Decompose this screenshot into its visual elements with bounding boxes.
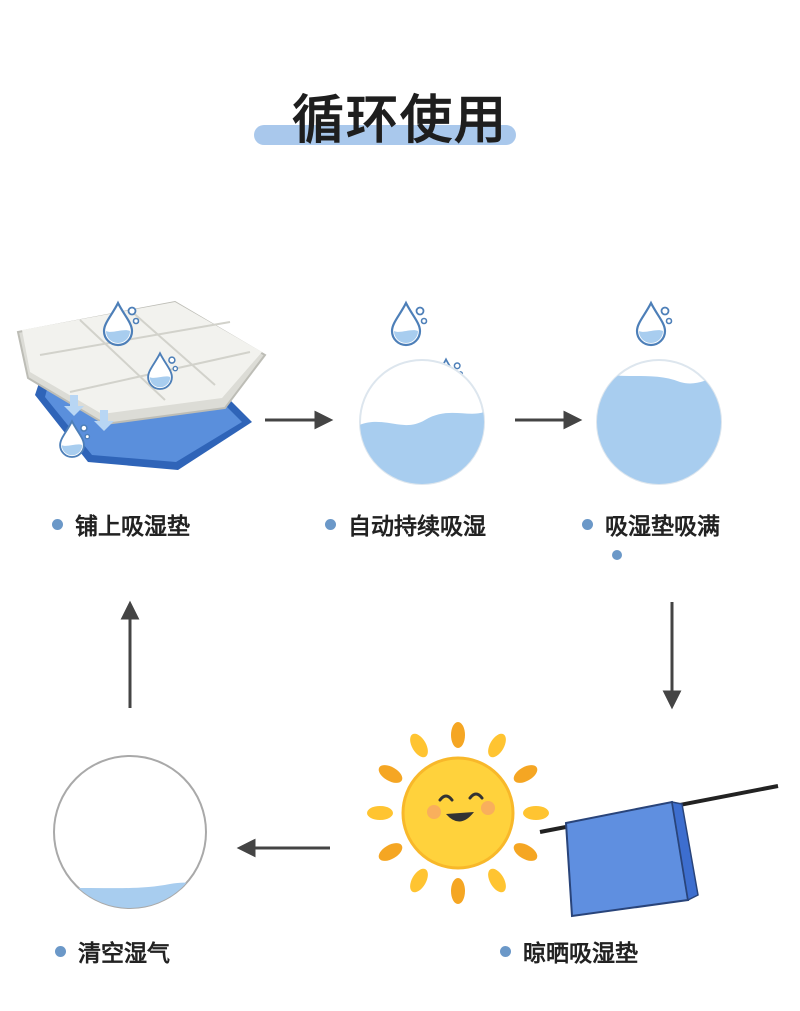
bullet-icon (55, 946, 66, 957)
step-label-lay-pad: 铺上吸湿垫 (52, 507, 190, 541)
step-label-absorbing: 自动持续吸湿 (325, 507, 486, 541)
small-bullet (612, 550, 622, 560)
bullet-icon (582, 519, 593, 530)
bullet-icon (52, 519, 63, 530)
step-label-empty: 清空湿气 (55, 934, 170, 968)
step-label-full: 吸湿垫吸满 (582, 507, 720, 541)
bullet-icon (500, 946, 511, 957)
step-label-dry: 晾晒吸湿垫 (500, 934, 638, 968)
bullet-icon (325, 519, 336, 530)
